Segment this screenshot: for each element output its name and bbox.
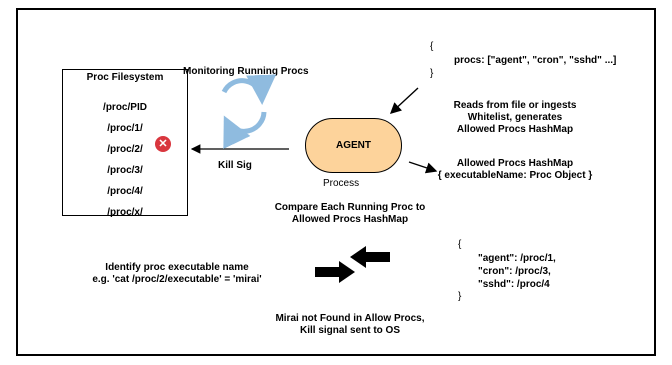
procs-json-close: } (430, 68, 434, 79)
map-example-line: "agent": /proc/1, (478, 253, 556, 264)
refresh-cycle-icon (221, 74, 277, 150)
map-example-line: "sshd": /proc/4 (478, 279, 550, 290)
proc-entry: /proc/3/ (107, 165, 143, 176)
reads-text: Reads from file or ingests Whitelist, ge… (440, 100, 590, 136)
hashmap-line: { executableName: Proc Object } (437, 170, 593, 181)
whitelist-arrow (389, 87, 419, 114)
procs-json-open: { (430, 41, 434, 52)
compare-line: Allowed Procs HashMap (291, 214, 409, 225)
identify-line: e.g. 'cat /proc/2/executable' = 'mirai' (92, 274, 262, 285)
hashmap-arrow (408, 161, 438, 174)
compare-line: Compare Each Running Proc to (274, 202, 426, 213)
reads-line: Whitelist, generates (467, 112, 563, 123)
proc-entry: /proc/PID (103, 102, 147, 113)
proc-filesystem-box: Proc Filesystem /proc/PID /proc/1/ /proc… (62, 69, 188, 218)
error-x-icon: ✕ (155, 136, 171, 152)
map-example-close: } (458, 291, 462, 302)
proc-entry: /proc/x/ (107, 207, 143, 218)
agent-caption: Process (323, 178, 360, 189)
diagram-frame (16, 8, 656, 356)
hashmap-line: Allowed Procs HashMap (456, 158, 574, 169)
compare-text: Compare Each Running Proc to Allowed Pro… (260, 202, 440, 226)
map-example-open: { (458, 239, 462, 250)
proc-entry: /proc/1/ (107, 123, 143, 134)
monitoring-label: Monitoring Running Procs (183, 66, 309, 77)
agent-label: AGENT (336, 140, 371, 151)
kill-sig-label: Kill Sig (218, 160, 252, 171)
identify-line: Identify proc executable name (105, 262, 249, 273)
proc-entry: /proc/2/ (107, 144, 143, 155)
proc-entry: /proc/4/ (107, 186, 143, 197)
procs-json-line: procs: ["agent", "cron", "sshd" ...] (454, 55, 617, 66)
reads-line: Reads from file or ingests (453, 100, 577, 111)
mirai-text: Mirai not Found in Allow Procs, Kill sig… (260, 313, 440, 337)
mirai-line: Kill signal sent to OS (299, 325, 400, 336)
reads-line: Allowed Procs HashMap (456, 124, 574, 135)
hashmap-text: Allowed Procs HashMap { executableName: … (430, 158, 600, 182)
agent-node: AGENT (305, 118, 402, 173)
map-example-line: "cron": /proc/3, (478, 266, 551, 277)
proc-filesystem-title: Proc Filesystem (86, 72, 164, 83)
identify-text: Identify proc executable name e.g. 'cat … (77, 262, 277, 286)
mirai-line: Mirai not Found in Allow Procs, (275, 313, 425, 324)
opposing-arrows-icon (315, 246, 390, 283)
